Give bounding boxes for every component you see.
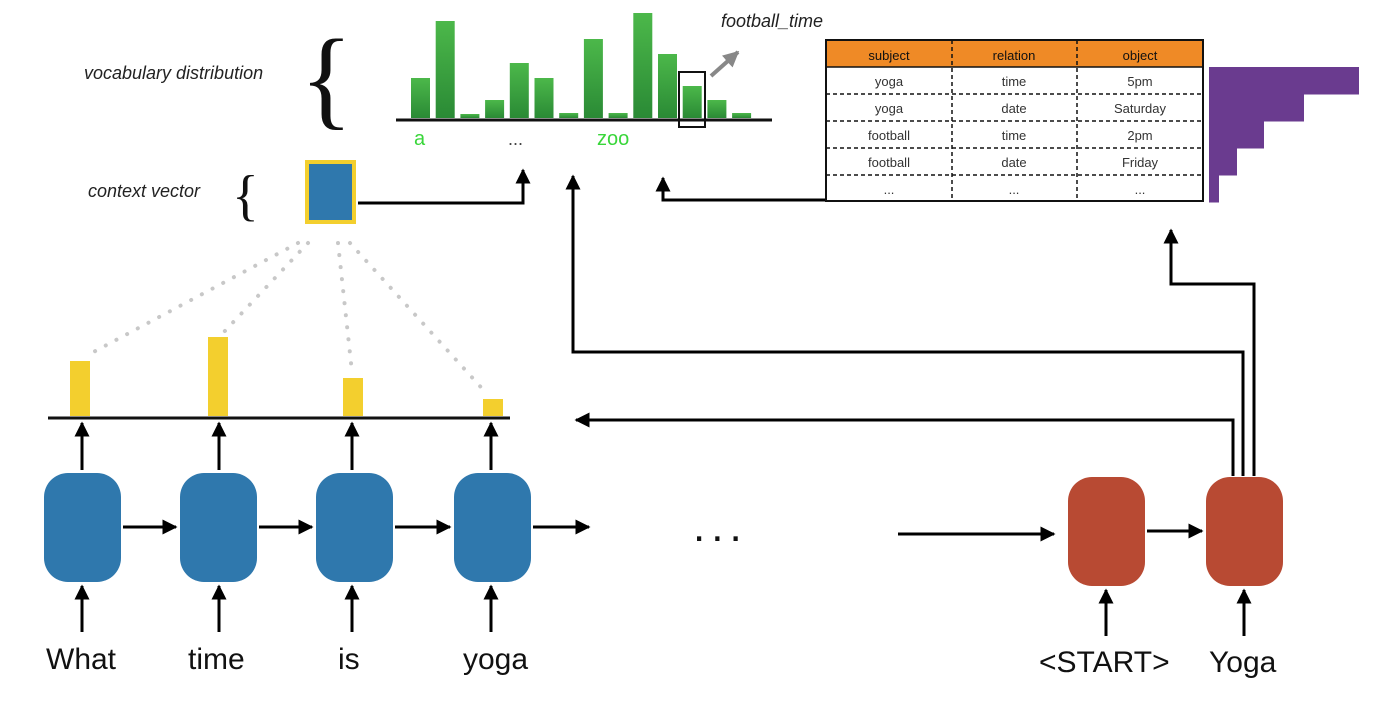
kb-cell: 2pm xyxy=(1127,128,1152,143)
vocab-bar xyxy=(509,63,529,118)
kb-cell: football xyxy=(868,155,910,170)
kb-distribution-bar xyxy=(1209,121,1264,149)
context-vector-box xyxy=(305,160,356,224)
encoder-word: yoga xyxy=(463,643,528,676)
vocab-bar xyxy=(534,78,554,118)
context-to-vocab-arrow xyxy=(358,168,531,205)
attention-bar xyxy=(70,361,90,416)
context-vector-label: context vector xyxy=(88,181,201,201)
encoder-word: time xyxy=(188,643,245,676)
vocab-axis-first: a xyxy=(414,128,426,150)
kb-cell: yoga xyxy=(875,74,904,89)
attention-weights-chart xyxy=(70,337,503,416)
kb-cell: football xyxy=(868,128,910,143)
vocab-bar xyxy=(559,113,579,118)
decoder-cell xyxy=(1206,477,1283,586)
attention-bar xyxy=(208,337,228,416)
kb-distribution-bar xyxy=(1209,175,1219,203)
football-time-label: football_time xyxy=(721,11,823,31)
attention-bar xyxy=(343,378,363,416)
vocab-bar xyxy=(707,100,727,118)
vocab-bar xyxy=(633,13,653,118)
decoder-cell xyxy=(1068,477,1145,586)
encoder-cell xyxy=(44,473,121,582)
vocab-bar xyxy=(435,21,455,118)
vocab-bar xyxy=(411,78,430,118)
kb-distribution-bar xyxy=(1209,148,1237,176)
encoder-cell xyxy=(180,473,257,582)
vocab-bar xyxy=(485,100,505,118)
vocab-bar xyxy=(682,86,702,118)
brace-context: { xyxy=(232,165,259,227)
kb-distribution-bar xyxy=(1209,94,1304,122)
kb-header-subject: subject xyxy=(868,48,910,63)
vocab-axis-middle: ... xyxy=(508,129,523,149)
encoder-word: is xyxy=(338,643,360,676)
decoder-input-arrows xyxy=(1098,588,1252,636)
encoder-cell xyxy=(454,473,531,582)
kb-cell: 5pm xyxy=(1127,74,1152,89)
kb-table-header-bg xyxy=(826,40,1203,67)
attention-bar xyxy=(483,399,503,416)
kb-cell: time xyxy=(1002,74,1027,89)
decoder-output-arrows xyxy=(565,174,1256,476)
kb-distribution-bar xyxy=(1209,67,1359,95)
vocab-bar xyxy=(460,114,480,118)
kb-cell: ... xyxy=(1009,182,1020,197)
vocab-distribution-label: vocabulary distribution xyxy=(84,63,263,83)
kb-cell: ... xyxy=(884,182,895,197)
decoder-word: Yoga xyxy=(1209,646,1277,679)
vocab-bar xyxy=(658,54,677,118)
kb-cell: yoga xyxy=(875,101,904,116)
vocab-bar xyxy=(583,39,603,118)
vocab-bar xyxy=(608,113,628,118)
vocab-distribution-chart xyxy=(411,13,752,118)
kb-header-relation: relation xyxy=(993,48,1036,63)
brace-vocab: { xyxy=(300,17,353,139)
attention-dotted-lines xyxy=(84,241,490,397)
encoder-word: What xyxy=(46,643,117,676)
sequence-ellipsis: ... xyxy=(693,502,748,551)
encoder-cells xyxy=(44,473,531,582)
kb-cell: date xyxy=(1001,101,1026,116)
kb-cell: ... xyxy=(1135,182,1146,197)
kb-cell: Saturday xyxy=(1114,101,1167,116)
vocab-axis-last: zoo xyxy=(597,128,629,150)
encoder-cell xyxy=(316,473,393,582)
kb-cell: time xyxy=(1002,128,1027,143)
kb-cell: Friday xyxy=(1122,155,1159,170)
kb-table: subject relation object yoga time 5pm yo… xyxy=(825,39,1204,202)
vocab-bar xyxy=(732,113,752,118)
decoder-word: <START> xyxy=(1039,646,1170,679)
football-time-highlight xyxy=(678,71,706,128)
kb-distribution-chart xyxy=(1209,67,1359,203)
encoder-up-arrows xyxy=(74,421,499,470)
encoder-input-arrows xyxy=(74,584,499,632)
football-time-pointer-arrow xyxy=(709,50,740,78)
kb-header-object: object xyxy=(1123,48,1158,63)
kb-cell: date xyxy=(1001,155,1026,170)
